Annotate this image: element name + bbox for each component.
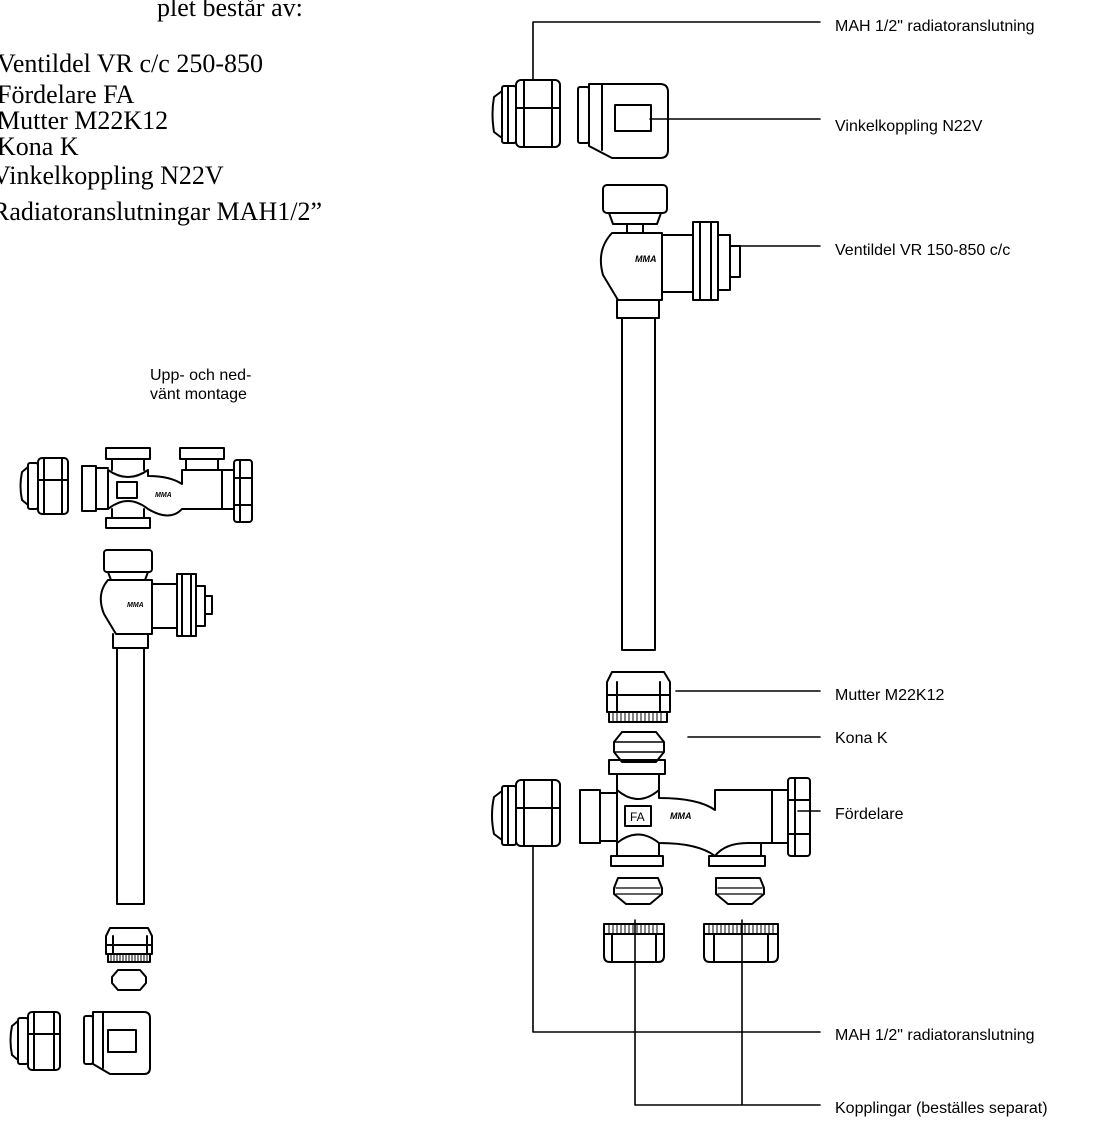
callout-mah-top: MAH 1/2" radiatoranslutning [835,18,1035,35]
brand-mark: MMA [670,811,692,821]
callout-fordelare: Fördelare [835,806,904,823]
left-valve-pipe [116,647,145,905]
kona-pair [613,877,765,905]
callout-ventildel: Ventildel VR 150-850 c/c [835,242,1011,259]
left-valve: MMA [99,549,213,905]
brand-mark: MMA [127,602,144,609]
parts-list-item: Radiatoranslutningar MAH1/2” [0,197,322,226]
mah-connection-bottom [491,779,561,847]
fordelare-fa: FA MMA [579,759,811,867]
parts-list-heading: plet består av: [157,0,303,22]
callout-kona: Kona K [835,730,888,747]
leader-mah-bottom [532,845,821,1033]
callout-vinkelkoppling: Vinkelkoppling N22V [835,118,983,135]
leader-kopplingar [634,919,821,1106]
ventildel-valve: MMA [599,184,741,651]
brand-mark: MMA [155,492,172,499]
left-vinkelkoppling-bottom [83,1011,151,1075]
parts-list-item: Vinkelkoppling N22V [0,161,224,190]
leader-mah-top [532,21,821,81]
fa-badge: FA [630,810,645,824]
brand-mark: MMA [635,254,657,264]
kona-k [613,731,665,763]
left-mah-connection-bottom [9,1011,61,1071]
callout-mah-bottom: MAH 1/2" radiatoranslutning [835,1027,1035,1044]
montage-label-line: vänt montage [150,386,247,403]
mah-connection-top [491,79,561,148]
left-mah-connection-top [19,457,69,515]
mutter-m22k12 [606,671,671,723]
parts-list-item: Kona K [0,132,79,161]
left-fordelare: MMA [81,447,253,529]
kopplingar [603,923,779,963]
leader-lines [532,21,821,1106]
left-mutter-kona [105,927,153,991]
callout-kopplingar: Kopplingar (beställes separat) [835,1100,1048,1117]
montage-label-line: Upp- och ned- [150,367,252,384]
montage-label: Upp- och ned- vänt montage [150,366,251,404]
parts-list-item: Fördelare FA [0,80,135,109]
callout-mutter: Mutter M22K12 [835,687,945,704]
parts-list-item: Mutter M22K12 [0,106,169,135]
vinkelkoppling-top [577,83,669,159]
parts-list-item: Ventildel VR c/c 250-850 [0,49,263,78]
valve-pipe [621,317,656,651]
parts-list: plet består av: Ventildel VR c/c 250-850… [0,0,322,232]
